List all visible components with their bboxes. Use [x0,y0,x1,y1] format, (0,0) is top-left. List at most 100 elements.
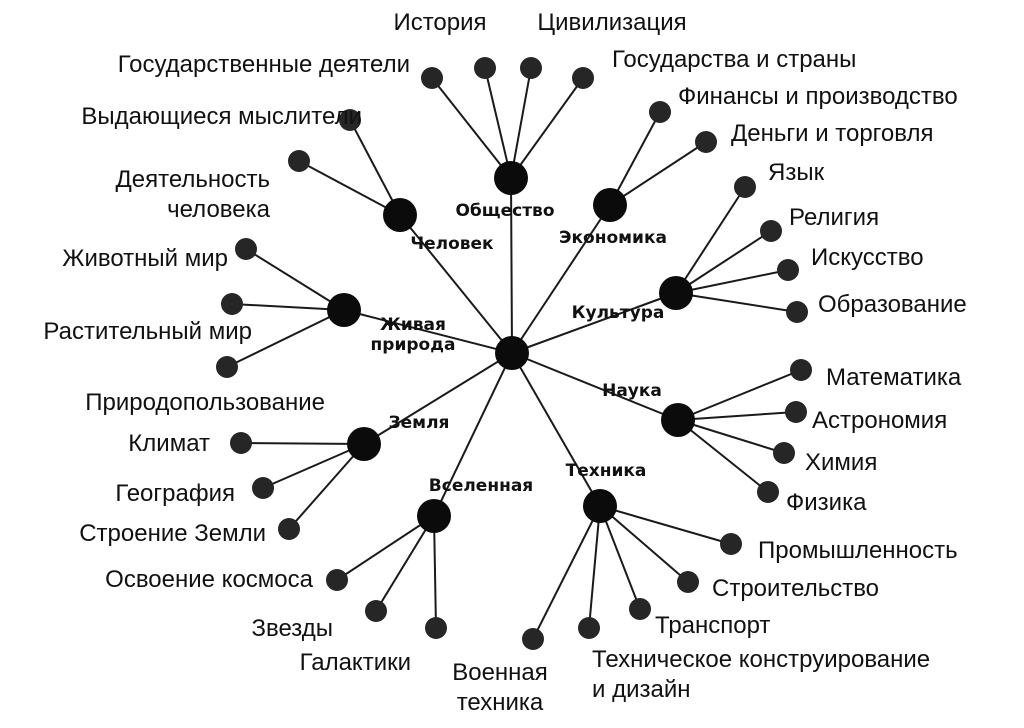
leaf-line [431,77,512,179]
leaf-line [675,269,789,294]
leaf-line [336,515,435,581]
category-label-universe: Вселенная [429,476,533,496]
leaf-line [231,303,345,311]
leaf-label: Природопользование [85,389,325,416]
leaf-line [433,515,437,629]
leaf-line [510,77,584,179]
leaf-line [510,67,532,179]
leaf-label: Язык [768,159,825,186]
leaf-line [375,515,435,612]
leaf-line [609,111,661,206]
leaf-line [677,369,802,421]
leaf-node [757,481,779,503]
leaf-label: Математика [826,364,962,391]
leaf-line [599,505,732,545]
category-node-human [383,198,417,232]
leaf-line [298,160,401,216]
leaf-label: Физика [786,489,867,516]
leaf-node [235,238,257,260]
leaf-node [777,259,799,281]
leaf-line [245,248,345,311]
leaf-node [230,432,252,454]
leaf-label: Цивилизация [537,9,686,36]
branch-line-culture [511,292,677,354]
category-node-earth [347,427,381,461]
category-node-science [661,403,695,437]
leaf-line [349,119,401,216]
leaf-line [599,505,689,583]
leaf-label: Образование [818,291,967,318]
leaf-line [675,230,772,294]
leaf-node [649,101,671,123]
leaf-node [720,533,742,555]
leaf-node [252,477,274,499]
leaf-node [288,150,310,172]
leaf-label: Астрономия [812,407,947,434]
nodes [216,57,812,650]
branch-line-universe [433,352,513,517]
category-node-universe [417,499,451,533]
leaf-node [572,67,594,89]
category-label-technology: Техника [566,461,647,481]
leaf-label: География [115,480,235,507]
leaf-node [522,628,544,650]
leaf-label: Финансы и производство [678,83,958,110]
leaf-line [675,186,746,294]
leaf-node [578,617,600,639]
leaf-line [677,411,797,421]
leaf-label: Выдающиеся мыслители [81,103,362,130]
leaf-label: Звезды [251,615,333,642]
leaf-node [278,518,300,540]
leaf-node [421,67,443,89]
leaf-node [773,442,795,464]
leaf-line [262,443,365,489]
leaf-node [629,598,651,620]
leaf-label: Транспорт [655,612,770,639]
leaf-label: Климат [128,430,210,457]
branch-line-earth [363,352,513,445]
leaf-line [609,141,707,206]
leaf-node [339,109,361,131]
leaf-label: Растительный мир [43,318,252,345]
leaf-label: Освоение космоса [105,566,313,593]
leaf-label: Строительство [712,575,879,602]
leaf-line [677,419,785,454]
category-label-economy: Экономика [559,228,667,248]
leaf-node [216,356,238,378]
leaf-node [760,220,782,242]
category-label-human: Человек [410,234,494,254]
branch-line-technology [511,352,601,507]
leaf-node [790,359,812,381]
leaf-line [532,505,601,640]
leaf-label: Государства и страны [612,46,856,73]
branch-line-human [399,214,513,354]
branch-line-economy [511,204,611,354]
leaf-label: Религия [789,204,879,231]
leaf-line [677,419,769,493]
category-label-science: Наука [602,381,662,401]
leaf-label: История [393,9,486,36]
leaf-line [484,67,512,179]
leaf-line [599,505,641,610]
leaf-line [288,443,365,530]
category-node-nature [327,293,361,327]
leaf-label: Деньги и торговля [731,120,933,147]
category-node-culture [659,276,693,310]
leaf-label: Промышленность [758,537,958,564]
leaf-line [588,505,601,629]
branch-line-science [511,352,679,421]
branch-line-society [510,177,513,354]
branch-line-nature [343,309,513,354]
connector-lines [226,67,802,640]
leaf-node [677,571,699,593]
category-label-society: Общество [455,201,554,221]
leaf-label: Галактики [300,649,411,676]
leaf-line [240,442,365,445]
center-node [495,336,529,370]
leaf-node [474,57,496,79]
